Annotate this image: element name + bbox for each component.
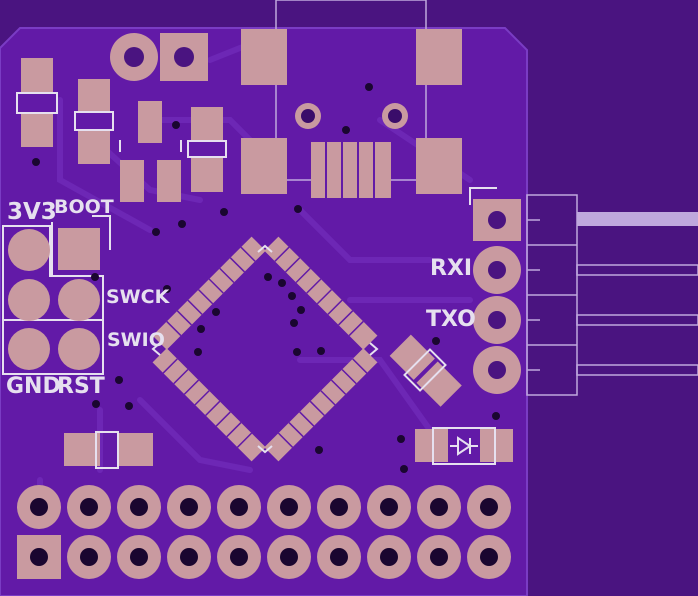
header-pin-hole [380, 498, 398, 516]
header-pin-hole [480, 548, 498, 566]
header-pin-hole [30, 548, 48, 566]
label-swck: SWCK [106, 286, 170, 308]
header-pin-hole [280, 498, 298, 516]
swd-header [2, 225, 104, 375]
label-gnd: GND [6, 374, 61, 399]
microcontroller [152, 236, 378, 462]
regulator [119, 101, 182, 202]
label-boot: BOOT [54, 196, 114, 218]
label-rst: RST [57, 374, 105, 399]
uart-header [469, 187, 521, 394]
label-swio: SWIO [107, 329, 165, 351]
label-rxi: RXI [430, 256, 473, 281]
capacitor-c2 [74, 79, 114, 164]
diode [415, 427, 513, 465]
header-pin-hole [230, 548, 248, 566]
label-3v3: 3V3 [7, 199, 57, 225]
capacitor-c3 [187, 107, 227, 192]
header-pin-hole [430, 548, 448, 566]
header-pin-hole [330, 498, 348, 516]
header-pin-hole [280, 548, 298, 566]
header-pin-hole [480, 498, 498, 516]
header-pin-hole [180, 548, 198, 566]
vias [32, 83, 500, 473]
header-pin-hole [230, 498, 248, 516]
label-txo: TXO [426, 307, 476, 332]
header-pin-hole [80, 548, 98, 566]
header-pin-hole [430, 498, 448, 516]
capacitor-c1 [16, 58, 58, 147]
capacitor-c4 [389, 334, 462, 407]
header-pin-hole [380, 548, 398, 566]
header-pin-hole [30, 498, 48, 516]
boot-pad [58, 228, 100, 270]
mcu-corner-marks [151, 244, 379, 454]
header-pin-hole [330, 548, 348, 566]
header-pin-hole [130, 548, 148, 566]
bottom-headers [17, 485, 511, 579]
usb-connector-pads [241, 29, 462, 198]
header-pin-hole [180, 498, 198, 516]
header-pin-hole [130, 498, 148, 516]
resistor-r1 [64, 431, 153, 469]
header-pin-hole [80, 498, 98, 516]
right-angle-header-outline [526, 194, 698, 396]
